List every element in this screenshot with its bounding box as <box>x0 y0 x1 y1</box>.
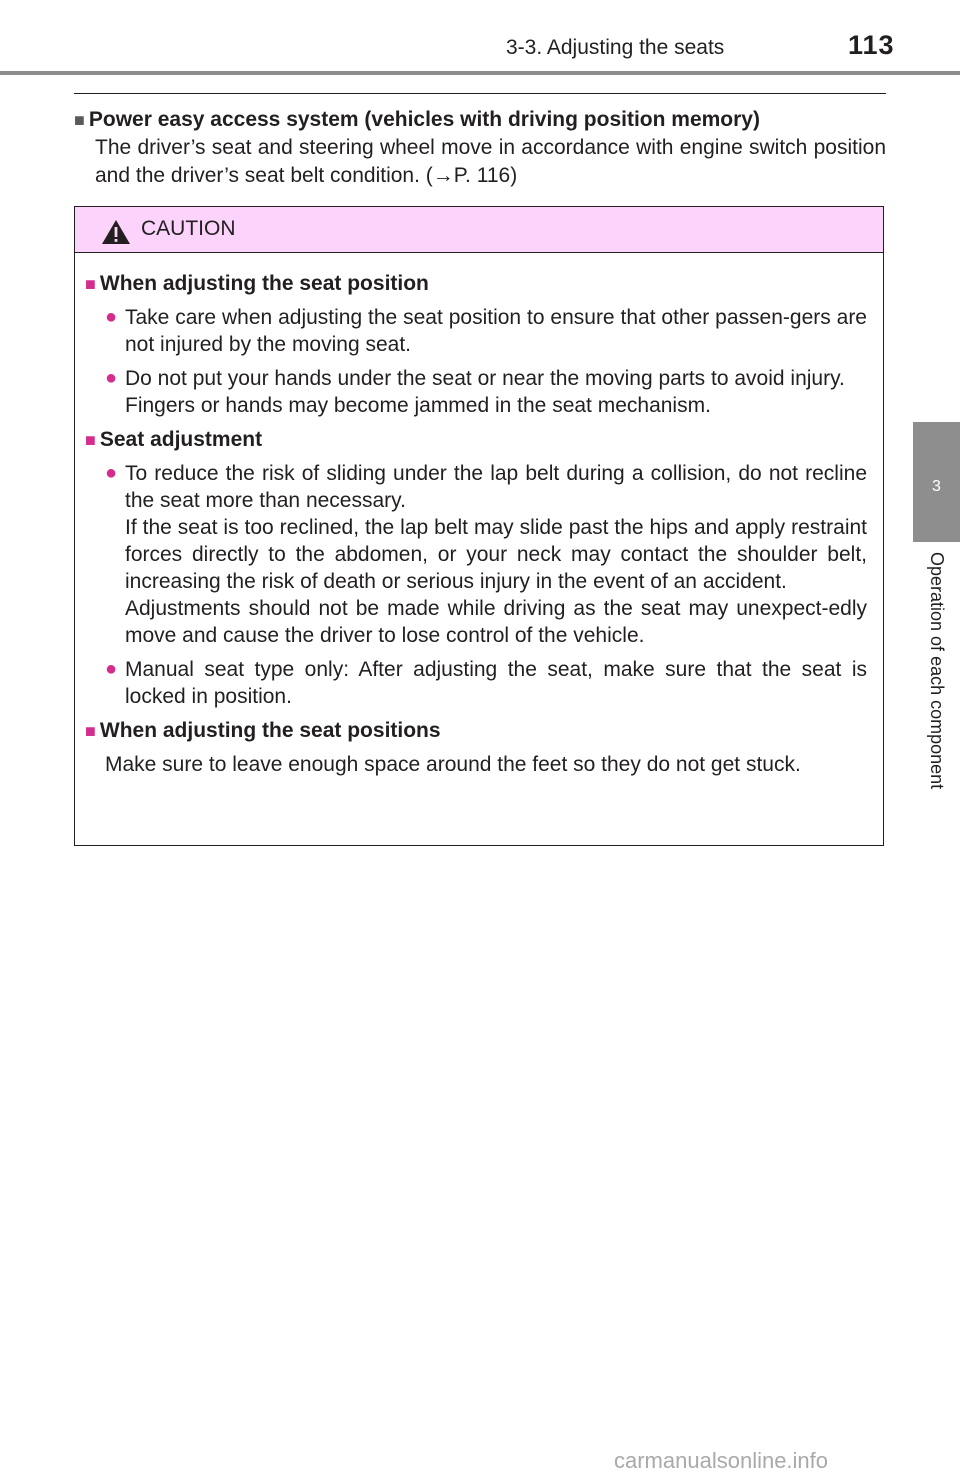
caution-text: Make sure to leave enough space around t… <box>105 753 801 776</box>
chapter-tab[interactable]: 3 <box>913 422 960 542</box>
square-bullet-icon: ■ <box>85 274 96 294</box>
chapter-number: 3 <box>932 478 941 495</box>
caution-body: ■When adjusting the seat position ● Take… <box>75 253 883 778</box>
intro-heading: ■Power easy access system (vehicles with… <box>74 106 886 134</box>
dot-bullet-icon: ● <box>105 367 118 389</box>
intro-body: The driver’s seat and steering wheel mov… <box>95 136 886 187</box>
dot-bullet-icon: ● <box>105 462 118 484</box>
intro-title: Power easy access system (vehicles with … <box>88 108 760 131</box>
thin-rule <box>74 93 886 94</box>
caution-bullet: ● To reduce the risk of sliding under th… <box>105 462 867 647</box>
warning-triangle-icon <box>102 220 130 244</box>
intro-section: ■Power easy access system (vehicles with… <box>74 106 886 190</box>
caution-bullet: ● Do not put your hands under the seat o… <box>105 367 845 417</box>
square-bullet-icon: ■ <box>85 430 96 450</box>
caution-box: CAUTION ■When adjusting the seat positio… <box>74 206 884 846</box>
caution-label: CAUTION <box>141 217 236 240</box>
caution-heading: ■Seat adjustment <box>85 428 263 451</box>
caution-bullet: ● Manual seat type only: After adjusting… <box>105 658 867 708</box>
section-title: 3-3. Adjusting the seats <box>506 36 725 59</box>
chapter-label: Operation of each component <box>927 552 947 790</box>
caution-heading: ■When adjusting the seat positions <box>85 719 441 742</box>
caution-bullet: ● Take care when adjusting the seat posi… <box>105 306 867 356</box>
page-number: 113 <box>848 30 895 60</box>
dot-bullet-icon: ● <box>105 658 118 680</box>
square-bullet-icon: ■ <box>85 721 96 741</box>
caution-heading: ■When adjusting the seat position <box>85 272 429 295</box>
caution-header: CAUTION <box>75 207 883 253</box>
square-bullet-icon: ■ <box>74 110 85 130</box>
dot-bullet-icon: ● <box>105 306 118 328</box>
header-rule <box>0 71 960 75</box>
watermark: carmanualsonline.info <box>614 1448 829 1473</box>
